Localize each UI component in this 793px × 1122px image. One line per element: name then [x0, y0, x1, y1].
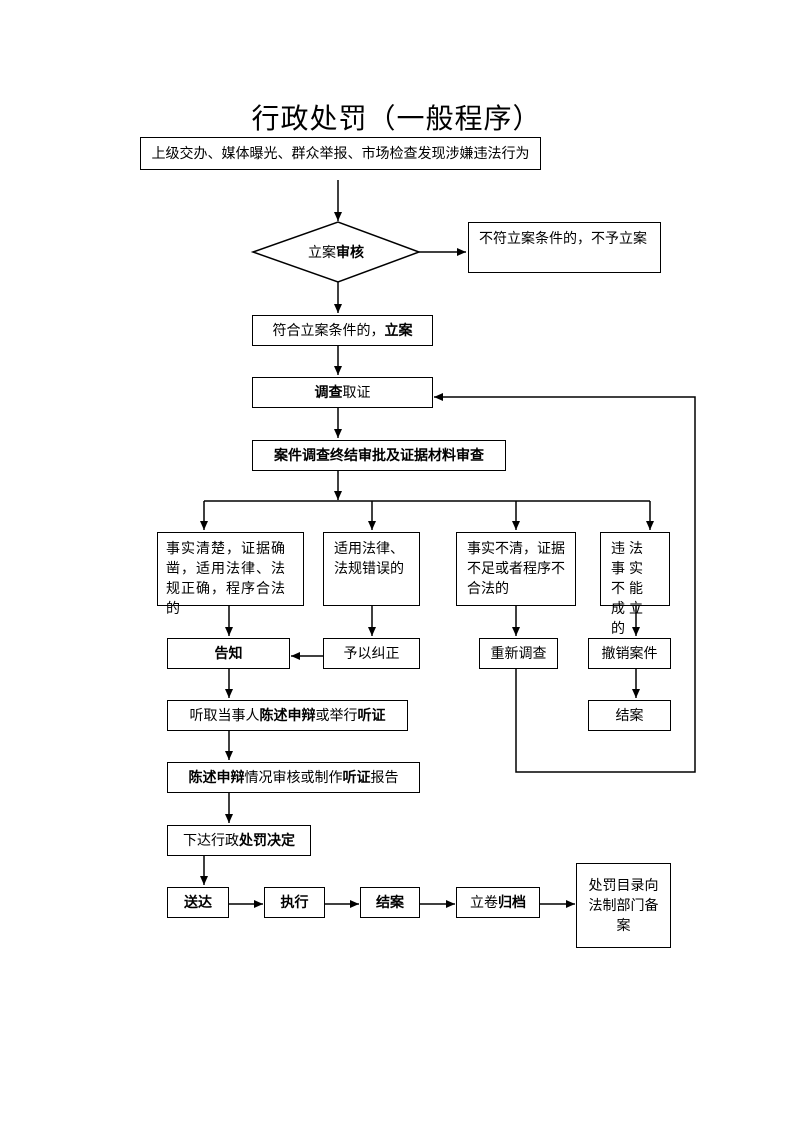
node-deliver: 送达 [167, 887, 229, 918]
node-reinvestigate: 重新调查 [479, 638, 558, 669]
node-source: 上级交办、媒体曝光、群众举报、市场检查发现涉嫌违法行为 [140, 137, 541, 170]
node-approval: 案件调查终结审批及证据材料审查 [252, 440, 506, 471]
node-clear-facts: 事实清楚，证据确凿，适用法律、法规正确，程序合法的 [157, 532, 304, 617]
node-no-case: 不符立案条件的，不予立案 [468, 222, 661, 273]
review-diamond [250, 221, 422, 283]
node-close-1: 结案 [588, 700, 671, 731]
node-close-2: 结案 [360, 887, 420, 918]
node-investigate: 调查取证 [252, 377, 433, 408]
node-wrong-law: 适用法律、法规错误的 [323, 532, 420, 606]
node-record: 处罚目录向法制部门备案 [576, 863, 671, 948]
node-archive: 立卷归档 [456, 887, 540, 918]
node-unclear-facts: 事实不清，证据不足或者程序不合法的 [456, 532, 576, 606]
node-execute: 执行 [264, 887, 325, 918]
node-review: 立案审核 [308, 245, 364, 261]
node-hearing: 听取当事人陈述申辩或举行听证 [167, 700, 408, 731]
node-decision: 下达行政处罚决定 [167, 825, 311, 856]
node-not-established: 违法事实不能成立的 [600, 532, 670, 637]
node-notify: 告知 [167, 638, 290, 669]
node-revoke: 撤销案件 [588, 638, 671, 669]
node-file-case: 符合立案条件的，立案 [252, 315, 433, 346]
page-title: 行政处罚（一般程序） [251, 102, 542, 135]
node-correct: 予以纠正 [323, 638, 420, 669]
arrow-feedback-loop [434, 393, 696, 773]
node-report: 陈述申辩情况审核或制作听证报告 [167, 762, 420, 793]
